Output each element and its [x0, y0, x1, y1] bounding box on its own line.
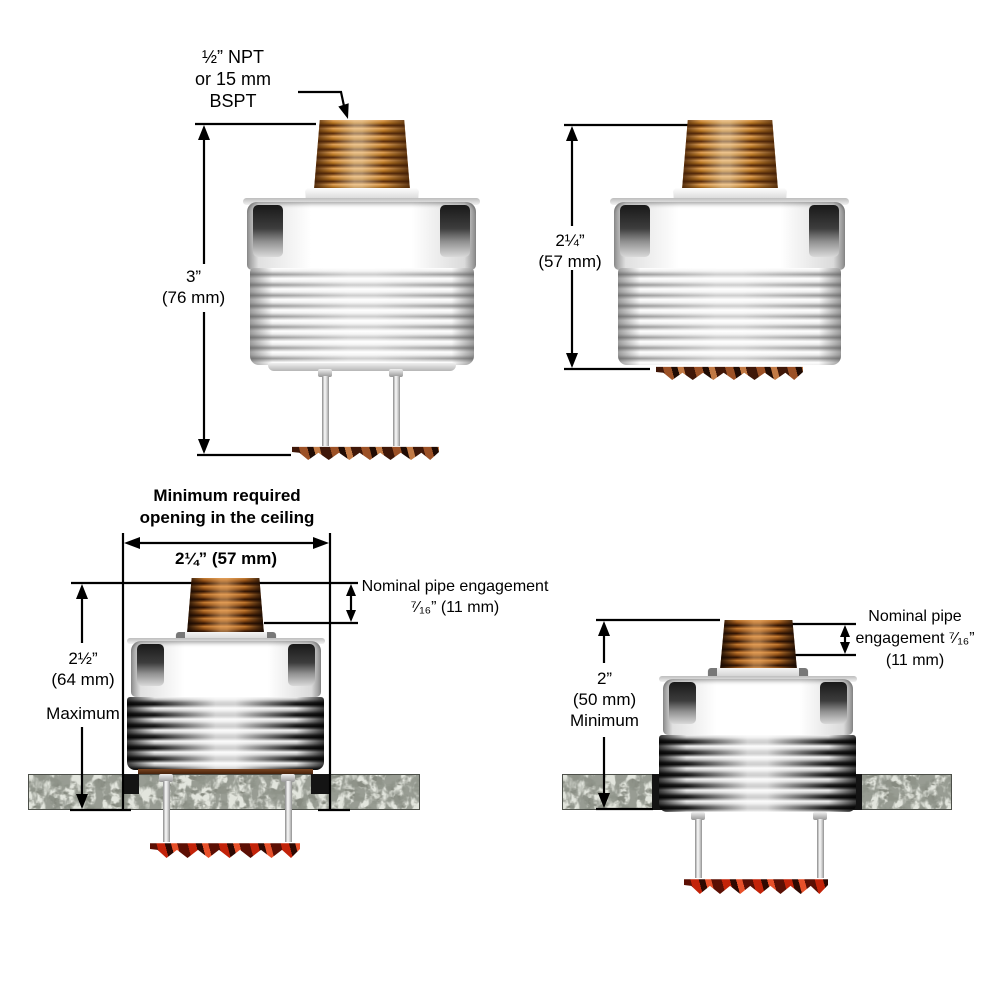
deflector [656, 366, 803, 380]
guide-pin [163, 781, 170, 842]
thread-callout-leader [298, 90, 346, 107]
arrowhead-up [566, 126, 578, 141]
body-notch [137, 644, 164, 686]
guide-pin-cap [813, 812, 827, 820]
guide-pin [695, 819, 702, 878]
ceiling-opening-edge [311, 774, 329, 794]
guide-pin [322, 376, 329, 446]
guide-pin-cap [691, 812, 705, 820]
depth-metric: (50 mm) [572, 690, 637, 709]
title-line: Minimum required [153, 486, 301, 505]
ceiling-opening-edge [123, 774, 139, 794]
deflector [684, 879, 828, 894]
body-rim [243, 198, 480, 205]
body-notch [288, 644, 315, 686]
base-plate [268, 363, 456, 371]
body-notch [253, 205, 283, 257]
arrowhead-up [198, 125, 210, 140]
thread-type-callout: ½” NPT or 15 mm BSPT [173, 46, 293, 112]
arrowhead-up [76, 584, 88, 599]
pipe-thread-nipple [314, 120, 410, 190]
body-rim [610, 198, 849, 205]
height-metric: (57 mm) [538, 252, 602, 271]
title-line: opening in the ceiling [139, 508, 315, 527]
threaded-skirt [618, 268, 841, 365]
height-value: 3” [185, 267, 202, 286]
body-notch [820, 682, 847, 724]
gasket [138, 769, 313, 774]
deflector [292, 446, 439, 460]
max-depth-label: 2½” (64 mm) Maximum [35, 648, 131, 724]
pipe-engagement-label-bottom-right: Nominal pipe engagement ⁷⁄₁₆” (11 mm) [848, 606, 982, 672]
engagement-line: engagement ⁷⁄₁₆” [855, 630, 975, 647]
engagement-line: Nominal pipe [868, 608, 962, 625]
guide-pin [393, 376, 400, 446]
body-notch [809, 205, 839, 257]
threaded-skirt [659, 735, 856, 812]
opening-width-value: 2¼” (57 mm) [174, 549, 278, 568]
sprinkler-body [247, 202, 476, 270]
arrowhead-down [198, 439, 210, 454]
thread-callout-line: or 15 mm [194, 69, 272, 89]
pipe-thread-nipple [720, 620, 797, 670]
thread-callout-line: ½” NPT [201, 47, 264, 67]
min-depth-label: 2” (50 mm) Minimum [558, 668, 651, 731]
pipe-thread-nipple [187, 578, 264, 634]
guide-pin-cap [389, 369, 403, 377]
overall-height-label-top-left: 3” (76 mm) [141, 266, 246, 308]
guide-pin-cap [281, 774, 295, 782]
ceiling-opening-width-label: 2¼” (57 mm) [131, 548, 321, 569]
engagement-line: (11 mm) [885, 652, 945, 669]
body-notch [669, 682, 696, 724]
guide-pin-cap [159, 774, 173, 782]
overall-height-label-top-right: 2¼” (57 mm) [524, 230, 616, 272]
depth-qualifier: Maximum [46, 704, 120, 723]
depth-value: 2½” [68, 649, 98, 668]
pipe-engagement-label-bottom-left: Nominal pipe engagement ⁷⁄₁₆” (11 mm) [355, 576, 555, 618]
depth-qualifier: Minimum [570, 711, 639, 730]
guide-pin [285, 781, 292, 842]
threaded-skirt [127, 697, 324, 770]
deflector [150, 843, 300, 858]
depth-metric: (64 mm) [51, 670, 115, 689]
pipe-thread-nipple [682, 120, 778, 190]
height-value: 2¼” [555, 231, 585, 250]
arrowhead-down [566, 353, 578, 368]
engagement-line: ⁷⁄₁₆” (11 mm) [410, 599, 500, 616]
depth-value: 2” [596, 669, 613, 688]
thread-callout-line: BSPT [209, 91, 257, 111]
ceiling-opening-title: Minimum required opening in the ceiling [112, 485, 342, 529]
height-metric: (76 mm) [161, 288, 226, 307]
leader-arrowhead [338, 103, 349, 119]
threaded-skirt [250, 268, 474, 365]
ceiling-panel-left-figure [28, 774, 420, 810]
body-notch [620, 205, 650, 257]
sprinkler-body [614, 202, 845, 270]
guide-pin-cap [318, 369, 332, 377]
body-notch [440, 205, 470, 257]
arrowhead-up [598, 621, 610, 636]
engagement-line: Nominal pipe engagement [361, 578, 549, 595]
guide-pin [817, 819, 824, 878]
